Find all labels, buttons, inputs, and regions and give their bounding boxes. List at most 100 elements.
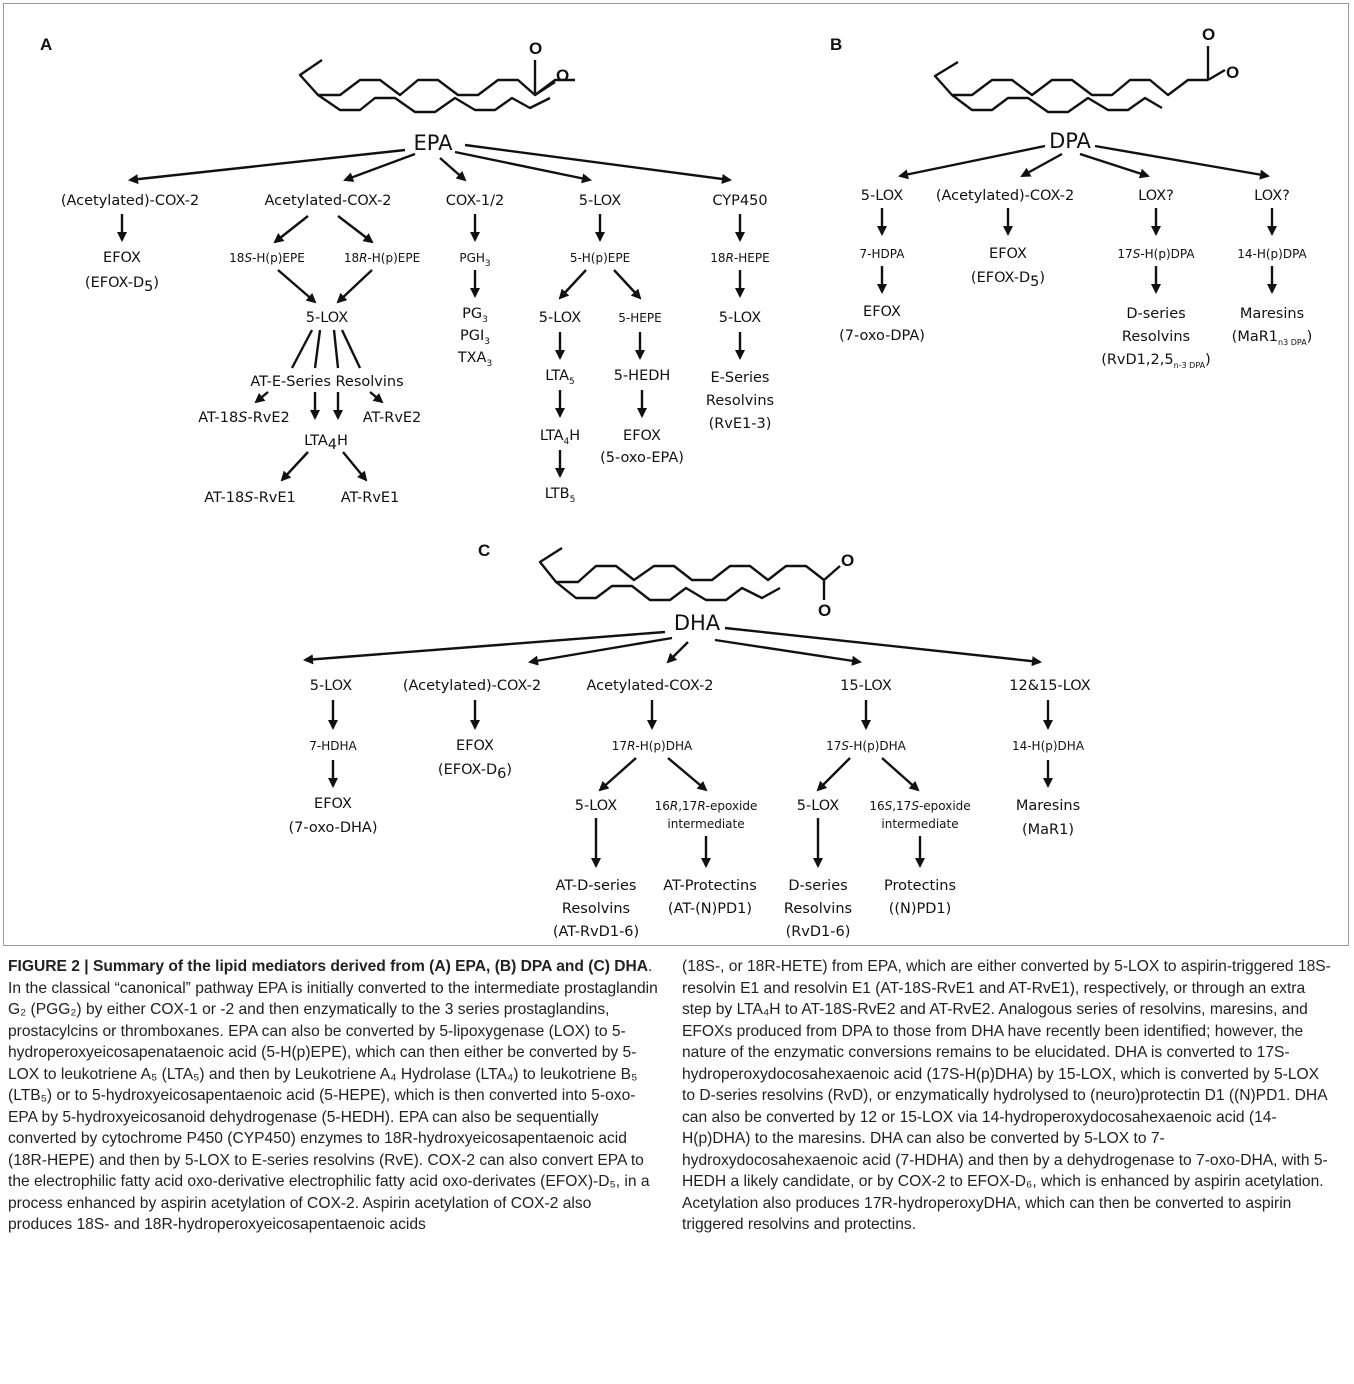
a-18s-hpepe: 18S-H(p)EPE	[229, 251, 305, 265]
caption-right-column: (18S-, or 18R-HETE) from EPA, which are …	[682, 956, 1332, 1236]
c-at-resolvins: Resolvins	[562, 901, 630, 917]
caption-left-text: . In the classical “canonical” pathway E…	[8, 958, 663, 1233]
epa-label: EPA	[414, 131, 454, 155]
a-lta4h-col4: LTA4H	[540, 428, 580, 447]
b-efox-col2: EFOX	[989, 246, 1027, 262]
a-18r-hepe: 18R-HEPE	[710, 251, 769, 265]
a-5lox-col4: 5-LOX	[539, 310, 582, 326]
b-14-hpdpa: 14-H(p)DPA	[1237, 247, 1307, 261]
a-pgi3: PGI3	[460, 328, 490, 347]
caption-title: FIGURE 2 | Summary of the lipid mediator…	[8, 958, 649, 975]
enzyme-c-5lox: 5-LOX	[310, 678, 353, 694]
enzyme-c-15lox: 15-LOX	[840, 678, 892, 694]
b-efox: EFOX	[863, 304, 901, 320]
a-at-rve1: AT-RvE1	[341, 490, 400, 506]
c-17s-hpdha: 17S-H(p)DHA	[826, 739, 907, 753]
dpa-oxygen-top: O	[1202, 25, 1215, 44]
a-txa3: TXA3	[457, 350, 492, 369]
a-5hepe: 5-HEPE	[618, 311, 661, 325]
enzyme-b-5lox: 5-LOX	[861, 188, 904, 204]
c-14-hpdha: 14-H(p)DHA	[1012, 739, 1085, 753]
c-npd1: ((N)PD1)	[889, 901, 952, 917]
c-17r-hpdha: 17R-H(p)DHA	[612, 739, 693, 753]
figure-caption: FIGURE 2 | Summary of the lipid mediator…	[8, 956, 1346, 1378]
panel-a-label: A	[40, 35, 52, 54]
dha-oxygen-right: O	[841, 551, 854, 570]
epa-structure: O O	[298, 39, 575, 114]
b-maresins: Maresins	[1240, 306, 1304, 322]
a-lta4h-col2: LTA4H	[304, 433, 348, 453]
enzyme-a-acetylated-cox2-paren: (Acetylated)-COX-2	[61, 193, 199, 209]
a-pgh3: PGH3	[459, 251, 490, 269]
c-at-d-series: AT-D-series	[556, 878, 637, 894]
a-rve1-3: (RvE1-3)	[709, 416, 772, 432]
a-efox-d5: (EFOX-D5)	[85, 275, 159, 295]
b-7hdpa: 7-HDPA	[860, 247, 906, 261]
enzyme-c-acetylated-cox2: Acetylated-COX-2	[586, 678, 713, 694]
caption-right-text: (18S-, or 18R-HETE) from EPA, which are …	[682, 958, 1332, 1233]
b-d-series: D-series	[1126, 306, 1185, 322]
c-rvd1-6: (RvD1-6)	[786, 924, 851, 940]
c-intermediate-col3: intermediate	[667, 817, 744, 831]
a-efox-col4: EFOX	[623, 428, 661, 444]
a-resolvins: Resolvins	[706, 393, 774, 409]
b-resolvins: Resolvins	[1122, 329, 1190, 345]
b-7oxo-dpa: (7-oxo-DPA)	[839, 328, 925, 344]
enzyme-a-acetylated-cox2: Acetylated-COX-2	[264, 193, 391, 209]
a-5lox-col5: 5-LOX	[719, 310, 762, 326]
c-resolvins: Resolvins	[784, 901, 852, 917]
a-at-e-series: AT-E-Series Resolvins	[250, 374, 403, 390]
b-rvd: (RvD1,2,5n-3 DPA)	[1101, 352, 1211, 370]
c-7hdha: 7-HDHA	[309, 739, 357, 753]
enzyme-a-cox12: COX-1/2	[446, 193, 504, 209]
a-18r-hpepe: 18R-H(p)EPE	[344, 251, 420, 265]
epa-oxygen-top: O	[529, 39, 542, 58]
panel-b-label: B	[830, 35, 842, 54]
a-at18s-rve1: AT-18S-RvE1	[204, 490, 296, 506]
arrow-epa-col2	[343, 152, 416, 182]
c-5lox-col4: 5-LOX	[797, 798, 840, 814]
c-at-protectins: AT-Protectins	[663, 878, 757, 894]
b-efox-d5: (EFOX-D5)	[971, 270, 1045, 290]
c-d-series: D-series	[788, 878, 847, 894]
enzyme-a-5lox: 5-LOX	[579, 193, 622, 209]
enzyme-b-lox2: LOX?	[1254, 188, 1290, 204]
a-efox: EFOX	[103, 250, 141, 266]
b-17s-hpdpa: 17S-H(p)DPA	[1117, 247, 1195, 261]
caption-left-column: FIGURE 2 | Summary of the lipid mediator…	[8, 956, 658, 1236]
dha-oxygen-bottom: O	[818, 601, 831, 620]
a-at-rve2: AT-RvE2	[363, 410, 422, 426]
dha-structure: O O	[538, 546, 854, 620]
a-5hedh: 5-HEDH	[614, 368, 671, 384]
c-5lox-col3: 5-LOX	[575, 798, 618, 814]
a-5hpepe: 5-H(p)EPE	[570, 251, 630, 265]
enzyme-c-12-15lox: 12&15-LOX	[1009, 678, 1090, 694]
c-16r17r-epoxide: 16R,17R-epoxide	[655, 799, 758, 813]
arrow-epa-col5	[464, 143, 732, 184]
c-at-rvd1-6: (AT-RvD1-6)	[553, 924, 639, 940]
c-intermediate-col4: intermediate	[881, 817, 958, 831]
enzyme-b-lox1: LOX?	[1138, 188, 1174, 204]
epa-oxygen-right: O	[556, 66, 569, 85]
dpa-label: DPA	[1049, 129, 1091, 153]
panel-c-label: C	[478, 541, 490, 560]
a-5oxo-epa: (5-oxo-EPA)	[600, 450, 684, 466]
enzyme-a-cyp450: CYP450	[712, 193, 767, 209]
dha-label: DHA	[674, 611, 721, 635]
enzyme-c-acetylated-cox2-paren: (Acetylated)-COX-2	[403, 678, 541, 694]
arrow-epa-col3	[439, 157, 467, 182]
a-ltb5: LTB5	[545, 486, 576, 505]
c-efox: EFOX	[314, 796, 352, 812]
enzyme-b-acetylated-cox2: (Acetylated)-COX-2	[936, 188, 1074, 204]
a-e-series: E-Series	[711, 370, 770, 386]
pathway-diagram: A O O EPA (Acetylated)-COX-2 Acetylated-…	[40, 25, 1312, 940]
c-efox-d6: (EFOX-D6)	[438, 762, 512, 782]
dpa-oxygen-right: O	[1226, 63, 1239, 82]
c-mar1: (MaR1)	[1022, 822, 1074, 838]
a-pg3: PG3	[462, 306, 488, 325]
a-5lox-col2: 5-LOX	[306, 310, 349, 326]
a-at18s-rve2: AT-18S-RvE2	[198, 410, 290, 426]
figure-frame	[3, 3, 1349, 946]
c-at-npd1: (AT-(N)PD1)	[668, 901, 752, 917]
c-7oxo-dha: (7-oxo-DHA)	[289, 820, 378, 836]
